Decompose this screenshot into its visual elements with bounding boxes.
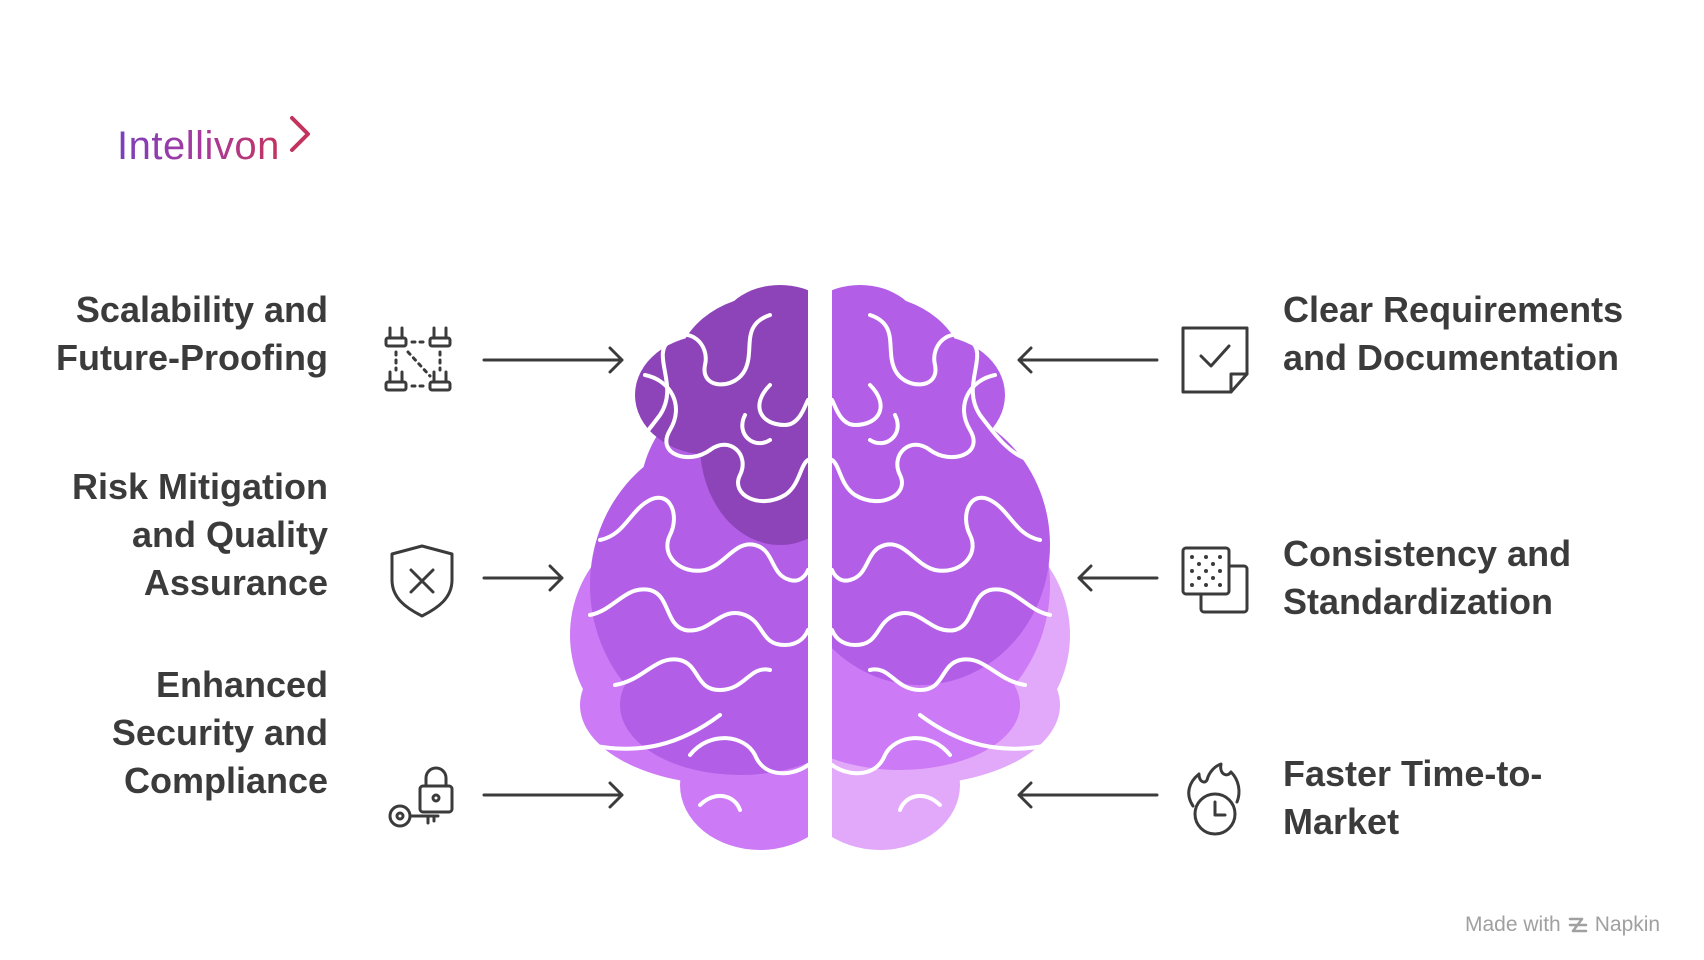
label-line: Assurance (143, 562, 328, 603)
footer-made-with: Made with Napkin (1465, 913, 1660, 937)
brain-right-hemisphere (832, 285, 1070, 850)
label-line: Compliance (123, 760, 328, 801)
napkin-text: Napkin (1594, 913, 1661, 936)
fire-clock-icon (1187, 762, 1241, 836)
label-line: Scalability and (75, 289, 328, 330)
label-scalability: Scalability and Future-Proofing (8, 286, 328, 382)
arrow-right-1 (482, 346, 624, 374)
key-lock-icon (388, 766, 454, 828)
brand-chevron-icon (290, 116, 310, 152)
label-line: and Documentation (1283, 337, 1620, 378)
label-faster-time: Faster Time-to- Market (1283, 750, 1673, 846)
network-nodes-icon (384, 326, 452, 392)
label-line: Market (1283, 801, 1400, 842)
brain-illustration (570, 285, 1070, 850)
label-line: Standardization (1283, 581, 1554, 622)
made-with-text: Made with (1465, 913, 1561, 936)
napkin-logo-icon (1568, 917, 1587, 933)
label-risk-mitigation: Risk Mitigation and Quality Assurance (8, 463, 328, 607)
shield-x-icon (390, 544, 454, 618)
label-clear-requirements: Clear Requirements and Documentation (1283, 286, 1673, 382)
arrow-right-3 (482, 781, 624, 809)
brand-name: Intellivon (117, 124, 280, 168)
arrow-left-1 (1017, 346, 1159, 374)
pattern-squares-icon (1181, 546, 1249, 614)
label-line: Clear Requirements (1283, 289, 1624, 330)
label-line: Future-Proofing (56, 337, 328, 378)
label-line: Risk Mitigation (71, 466, 328, 507)
arrow-left-2 (1077, 564, 1159, 592)
brain-left-hemisphere (570, 285, 808, 850)
label-line: and Quality (131, 514, 328, 555)
label-line: Faster Time-to- (1283, 753, 1543, 794)
checked-document-icon (1181, 326, 1249, 394)
label-line: Security and (111, 712, 328, 753)
arrow-right-2 (482, 564, 564, 592)
label-consistency: Consistency and Standardization (1283, 530, 1673, 626)
brand-logo: Intellivon (117, 124, 280, 169)
label-line: Consistency and (1283, 533, 1572, 574)
arrow-left-3 (1017, 781, 1159, 809)
label-line: Enhanced (155, 664, 328, 705)
label-security: Enhanced Security and Compliance (8, 661, 328, 805)
